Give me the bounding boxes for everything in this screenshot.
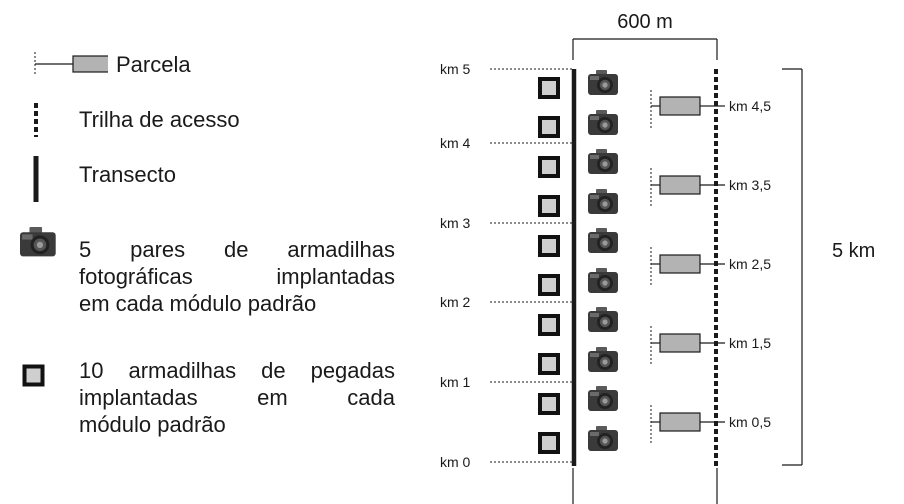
km-0-marker: km 0 <box>440 454 572 470</box>
camera-icon <box>588 386 618 411</box>
trail-legend-icon <box>34 103 38 137</box>
legend: Parcela Trilha de acesso Transecto 5 par… <box>0 0 420 504</box>
legend-footprint-text: 10 armadilhas de pegadas implantadas em … <box>79 357 395 438</box>
km-3-label: km 3 <box>440 215 471 231</box>
km-5-label: km 5 <box>440 61 471 77</box>
footprint-trap-icon <box>538 156 560 178</box>
camera-icon <box>588 70 618 95</box>
camera-icon <box>588 189 618 214</box>
plot-km-4-5-label: km 4,5 <box>729 98 771 114</box>
footprint-trap-legend-icon <box>22 364 45 387</box>
plot-km-3-5-label: km 3,5 <box>729 177 771 193</box>
legend-plot-label: Parcela <box>116 52 191 77</box>
legend-camera-line-3: em cada módulo padrão <box>79 291 317 316</box>
plot-icon <box>659 333 701 353</box>
camera-icon <box>588 268 618 293</box>
footprint-trap-icon <box>538 235 560 257</box>
plot-km-2-5-label: km 2,5 <box>729 256 771 272</box>
footprint-trap-icon <box>538 195 560 217</box>
length-bracket <box>782 68 803 466</box>
camera-icon <box>588 307 618 332</box>
legend-camera-line-2: fotográficas implantadas <box>79 264 395 289</box>
legend-footprint-line-3: módulo padrão <box>79 412 226 437</box>
transect-legend-icon <box>33 156 39 202</box>
legend-transect-label: Transecto <box>79 162 177 187</box>
footprint-traps <box>538 77 560 454</box>
camera-legend-icon <box>20 227 56 257</box>
km-1-marker: km 1 <box>440 374 572 390</box>
legend-trail-label: Trilha de acesso <box>79 107 240 132</box>
legend-camera-text: 5 pares de armadilhas fotográficas impla… <box>79 236 395 317</box>
camera-icon <box>588 347 618 372</box>
plot-icon <box>659 175 701 195</box>
legend-camera-line-1: 5 pares de armadilhas <box>79 237 395 262</box>
plot-km-1-5-label: km 1,5 <box>729 335 771 351</box>
km-4-label: km 4 <box>440 135 471 151</box>
km-2-marker: km 2 <box>440 294 572 310</box>
km-0-label: km 0 <box>440 454 471 470</box>
plot-km-3-5: km 3,5 <box>650 168 771 206</box>
km-2-label: km 2 <box>440 294 471 310</box>
camera-traps <box>588 70 618 451</box>
plot-km-4-5: km 4,5 <box>650 90 771 128</box>
plot-km-2-5: km 2,5 <box>650 247 771 285</box>
footprint-trap-icon <box>538 314 560 336</box>
camera-icon <box>588 228 618 253</box>
plot-km-0-5: km 0,5 <box>650 405 771 443</box>
footprint-trap-icon <box>538 432 560 454</box>
plot-km-1-5: km 1,5 <box>650 326 771 364</box>
width-label: 600 m <box>617 11 673 33</box>
width-bracket <box>572 38 718 60</box>
length-label: 5 km <box>832 240 875 262</box>
plot-legend-icon <box>34 52 108 76</box>
camera-icon <box>588 110 618 135</box>
plot-icon <box>659 412 701 432</box>
km-5-marker: km 5 <box>440 61 572 77</box>
footprint-trap-icon <box>538 393 560 415</box>
footprint-trap-icon <box>538 274 560 296</box>
km-4-marker: km 4 <box>440 135 572 151</box>
plot-icon <box>659 254 701 274</box>
footprint-trap-icon <box>538 77 560 99</box>
km-1-label: km 1 <box>440 374 471 390</box>
km-3-marker: km 3 <box>440 215 572 231</box>
camera-icon <box>588 149 618 174</box>
footprint-trap-icon <box>538 353 560 375</box>
legend-footprint-line-2: implantadas em cada <box>79 385 395 410</box>
plot-icon <box>659 96 701 116</box>
legend-footprint-line-1: 10 armadilhas de pegadas <box>79 358 395 383</box>
plot-km-0-5-label: km 0,5 <box>729 414 771 430</box>
footprint-trap-icon <box>538 116 560 138</box>
camera-icon <box>588 426 618 451</box>
